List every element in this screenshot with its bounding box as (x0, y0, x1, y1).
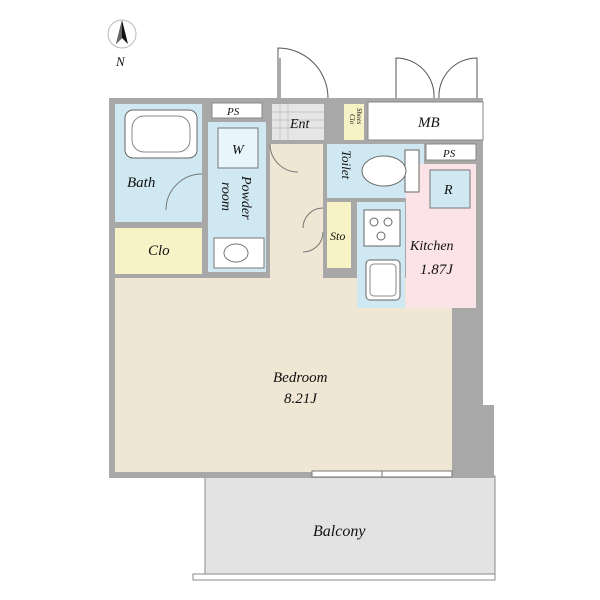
bath-tub-inner (131, 115, 191, 153)
ent-tile-grid (272, 104, 324, 140)
sto-label: Sto (330, 229, 345, 243)
powder-sink (213, 237, 265, 269)
clo-floor (115, 228, 202, 274)
compass-icon (107, 19, 137, 49)
stove (363, 209, 401, 247)
burner-2 (383, 217, 393, 227)
powder-label-2: room (218, 182, 233, 211)
balcony-rail (192, 573, 496, 581)
powder-sink-bowl (223, 243, 249, 263)
interior-doors (165, 143, 324, 253)
toilet-bowl (361, 155, 407, 187)
bedroom-windows (311, 470, 453, 478)
mb-label: MB (417, 115, 440, 131)
ps-top-box (211, 102, 263, 119)
burner-1 (369, 217, 379, 227)
kitchen-sink (365, 259, 401, 301)
toilet-label: Toilet (339, 150, 354, 180)
w-label: W (232, 143, 245, 158)
balcony-label: Balcony (313, 523, 366, 540)
ent-label: Ent (289, 117, 311, 132)
shoes-label-1: Shoes (355, 108, 363, 125)
shoes-label-2: Clo (348, 114, 356, 125)
toilet-tank (404, 149, 420, 193)
bedroom-label: Bedroom (273, 370, 328, 386)
column (452, 405, 494, 478)
bedroom-area-label: 8.21J (284, 391, 318, 407)
ps-right-box (425, 143, 477, 161)
burner-3 (376, 231, 386, 241)
mb-doors (395, 57, 478, 99)
kitchen-label: Kitchen (409, 239, 454, 254)
bedroom-floor-ext (353, 314, 452, 472)
powder-label-1: Powder (238, 175, 253, 220)
entrance-door (277, 47, 329, 99)
mb-area (367, 101, 484, 141)
fridge-box (429, 169, 471, 209)
kitchen-sink-bowl (369, 263, 397, 297)
compass-label: N (115, 54, 126, 69)
balcony-area (204, 475, 496, 579)
kitchen-area-label: 1.87J (420, 262, 454, 278)
shoes-floor (344, 104, 364, 140)
sto-floor (327, 202, 351, 268)
corridor-floor (270, 144, 323, 278)
ps-right-label: PS (442, 148, 456, 160)
ent-floor (272, 104, 324, 140)
r-label: R (443, 183, 453, 198)
washer-box (217, 127, 259, 169)
clo-label: Clo (148, 243, 170, 259)
bath-label: Bath (127, 175, 155, 191)
ps-top-label: PS (226, 106, 240, 118)
